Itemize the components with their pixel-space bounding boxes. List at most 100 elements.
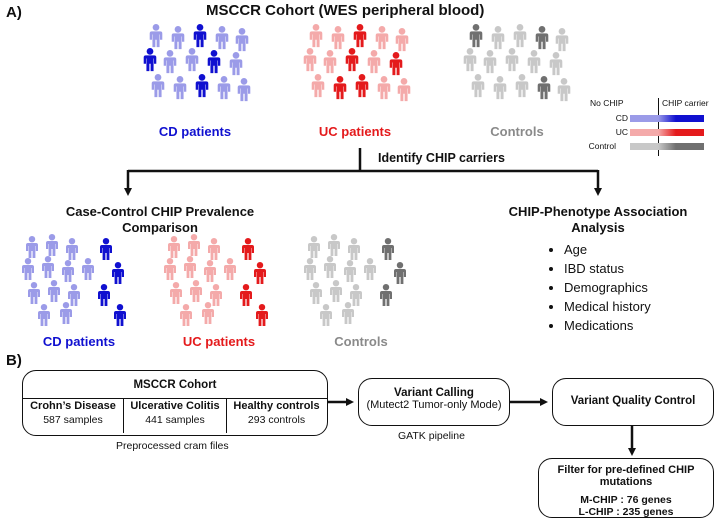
person-icon xyxy=(22,258,34,280)
variant-calling-caption: GATK pipeline xyxy=(398,430,465,442)
person-icon xyxy=(188,234,200,256)
person-icon xyxy=(190,280,202,302)
cd-patients-crowd-icon xyxy=(143,24,251,102)
person-icon xyxy=(537,76,551,100)
person-icon xyxy=(380,284,392,306)
person-icon xyxy=(333,76,347,100)
person-icon xyxy=(324,256,336,278)
person-icon xyxy=(471,74,485,98)
person-icon xyxy=(208,238,220,260)
person-icon xyxy=(26,236,38,258)
identify-chip-label: Identify CHIP carriers xyxy=(378,151,505,165)
person-icon xyxy=(28,282,40,304)
person-icon xyxy=(397,78,411,102)
person-icon xyxy=(395,28,409,52)
person-icon xyxy=(38,304,50,326)
person-icon xyxy=(170,282,182,304)
legend-row-label: CD xyxy=(615,113,628,123)
person-icon xyxy=(527,50,541,74)
person-icon xyxy=(66,238,78,260)
variant-calling-subtitle: (Mutect2 Tumor-only Mode) xyxy=(366,399,502,411)
legend: No CHIP CHIP carrier CD UC Control xyxy=(588,98,718,158)
association-variable-item: Age xyxy=(564,240,651,259)
association-variable-list: AgeIBD statusDemographicsMedical history… xyxy=(546,240,651,335)
person-icon xyxy=(344,260,356,282)
person-icon xyxy=(345,48,359,72)
person-icon xyxy=(469,24,483,48)
person-icon xyxy=(323,50,337,74)
person-icon xyxy=(493,76,507,100)
legend-color-bar xyxy=(630,129,704,136)
cohort-box: MSCCR Cohort Crohn’s Disease 587 samples… xyxy=(22,370,328,436)
person-icon xyxy=(217,76,231,100)
person-icon xyxy=(555,28,569,52)
case-control-title: Case-Control CHIP Prevalence Comparison xyxy=(40,204,280,236)
cohort-cell-cd-name: Crohn’s Disease xyxy=(30,400,116,412)
person-icon xyxy=(237,78,251,102)
uc-patients-crowd-icon xyxy=(303,24,411,102)
association-variable-item: Medications xyxy=(564,316,651,335)
cohort-box-title: MSCCR Cohort xyxy=(133,379,217,391)
person-icon xyxy=(143,48,157,72)
legend-row-label: UC xyxy=(615,127,628,137)
legend-no-chip-header: No CHIP xyxy=(590,98,624,108)
legend-carrier-header: CHIP carrier xyxy=(662,98,709,108)
person-icon xyxy=(242,238,254,260)
cohort-cell-divider xyxy=(123,399,124,433)
person-icon xyxy=(308,236,320,258)
uc-patients-split-crowd-icon xyxy=(164,234,268,326)
person-icon xyxy=(515,74,529,98)
association-variable-item: Medical history xyxy=(564,297,651,316)
cohort-cell-controls-count: 293 controls xyxy=(247,414,306,426)
person-icon xyxy=(348,238,360,260)
person-icon xyxy=(311,74,325,98)
legend-row-label: Control xyxy=(588,141,616,151)
person-icon xyxy=(350,284,362,306)
cohort-cell-uc: Ulcerative Colitis 441 samples xyxy=(124,399,226,433)
person-icon xyxy=(330,280,342,302)
person-icon xyxy=(549,52,563,76)
person-icon xyxy=(240,284,252,306)
person-icon xyxy=(82,258,94,280)
person-icon xyxy=(185,48,199,72)
person-icon xyxy=(229,52,243,76)
person-icon xyxy=(342,302,354,324)
cohort-cell-divider xyxy=(226,399,227,433)
person-icon xyxy=(193,24,207,48)
association-variable-item: IBD status xyxy=(564,259,651,278)
cd-patients-split-crowd-icon xyxy=(22,234,126,326)
person-icon xyxy=(210,284,222,306)
person-icon xyxy=(331,26,345,50)
variant-calling-box: Variant Calling (Mutect2 Tumor-only Mode… xyxy=(358,378,510,426)
person-icon xyxy=(235,28,249,52)
person-icon xyxy=(367,50,381,74)
person-icon xyxy=(389,52,403,76)
person-icon xyxy=(304,258,316,280)
cd-patients-bottom-label: CD patients xyxy=(42,334,116,349)
person-icon xyxy=(215,26,229,50)
chip-filter-title: Filter for pre-defined CHIP mutations xyxy=(557,464,695,488)
controls-label: Controls xyxy=(490,124,544,139)
person-icon xyxy=(42,256,54,278)
person-icon xyxy=(309,24,323,48)
person-icon xyxy=(100,238,112,260)
variant-qc-box: Variant Quality Control xyxy=(552,378,714,426)
person-icon xyxy=(256,304,268,326)
person-icon xyxy=(535,26,549,50)
case-control-title-line1: Case-Control CHIP Prevalence xyxy=(65,204,255,219)
panel-a-label: A) xyxy=(6,4,22,21)
association-title-line2: Analysis xyxy=(571,220,625,235)
cohort-cell-cd-count: 587 samples xyxy=(43,414,103,426)
person-icon xyxy=(353,24,367,48)
variant-calling-title: Variant Calling xyxy=(394,387,474,399)
person-icon xyxy=(173,76,187,100)
person-icon xyxy=(112,262,124,284)
person-icon xyxy=(202,302,214,324)
person-icon xyxy=(224,258,236,280)
person-icon xyxy=(114,304,126,326)
chip-filter-mchip: M-CHIP : 76 genes xyxy=(580,494,672,506)
person-icon xyxy=(254,262,266,284)
person-icon xyxy=(62,260,74,282)
person-icon xyxy=(491,26,505,50)
